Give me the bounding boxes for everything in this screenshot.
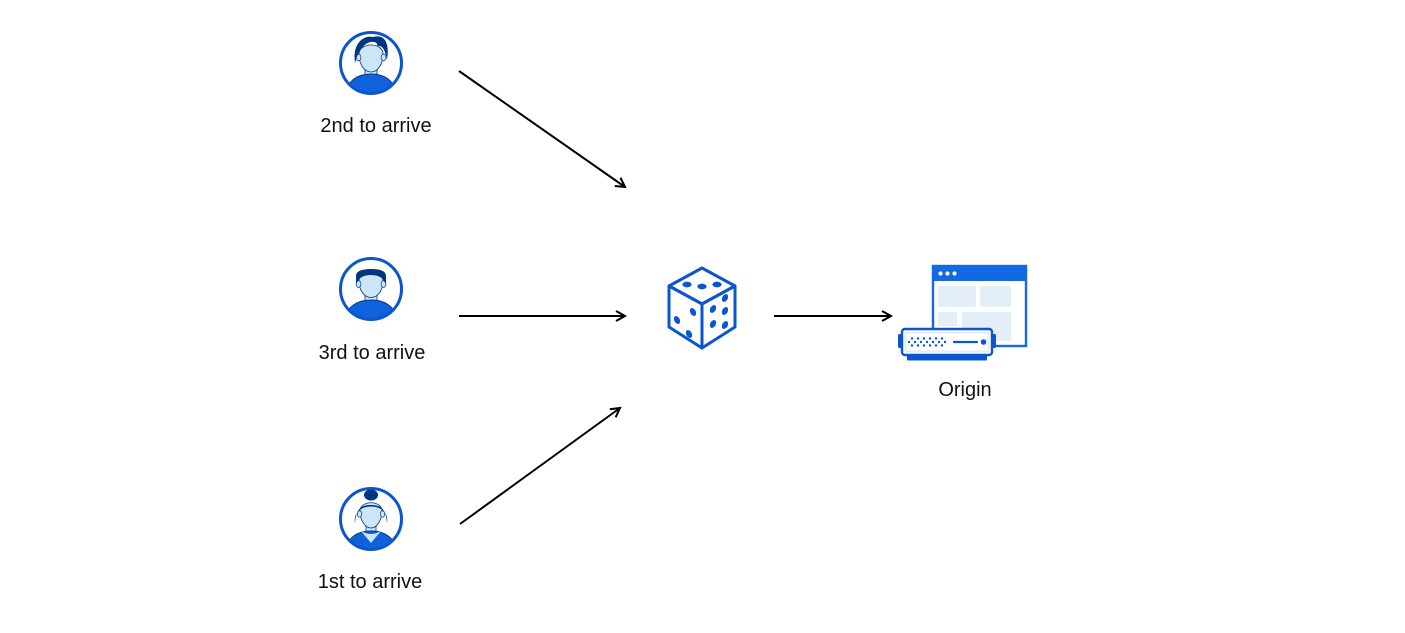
user-avatar-man-flat-top-icon xyxy=(339,257,403,321)
origin-server-browser-icon xyxy=(898,264,1028,361)
label-user-second: 2nd to arrive xyxy=(320,115,432,137)
label-user-third: 3rd to arrive xyxy=(318,342,426,364)
user-avatar-man-swept-hair-icon xyxy=(339,31,403,95)
dice-pips xyxy=(673,281,729,338)
user-avatar-woman-bun-icon xyxy=(339,487,403,551)
dice-icon xyxy=(667,266,737,350)
server-icon xyxy=(898,327,996,361)
label-user-first: 1st to arrive xyxy=(317,571,423,593)
arrow-user-second-to-randomizer xyxy=(458,70,627,189)
server-vent-dots xyxy=(907,337,947,347)
arrow-user-first-to-randomizer xyxy=(459,406,622,525)
label-origin: Origin xyxy=(938,379,992,401)
